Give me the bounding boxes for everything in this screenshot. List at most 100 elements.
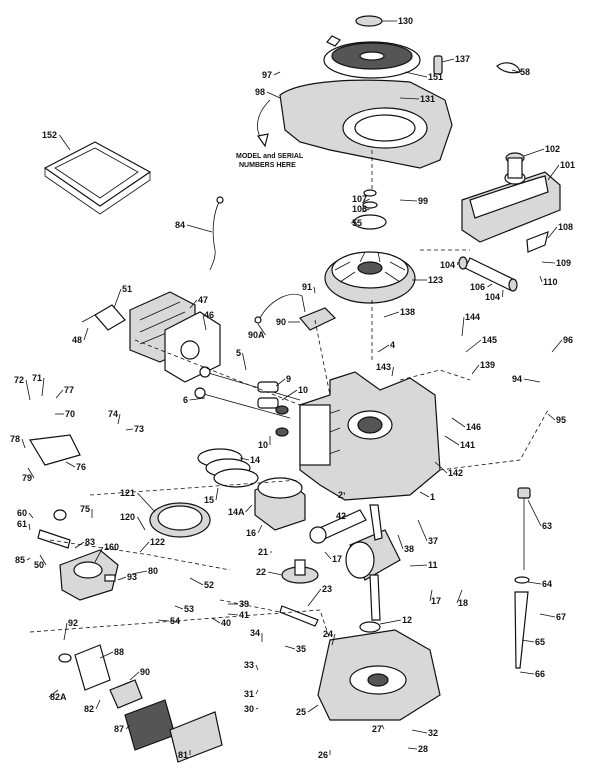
callout-leader — [239, 457, 250, 461]
callout-label: 160 — [104, 542, 119, 552]
callout-leader — [465, 339, 482, 353]
callout-leader — [174, 605, 184, 610]
callout-label: 23 — [322, 584, 332, 594]
spark-plug-51 — [81, 304, 126, 331]
engine-block — [299, 371, 441, 501]
callout-label: 16 — [246, 528, 256, 538]
callout-label: 107 — [352, 194, 367, 204]
callout-leader — [331, 633, 336, 646]
callout-leader — [284, 645, 296, 650]
callout-leader — [41, 377, 45, 397]
callout-label: 92 — [68, 618, 78, 628]
rotating-screen — [323, 35, 421, 79]
callout-leader — [99, 651, 114, 659]
callout-leader — [281, 389, 298, 401]
callout-leader — [379, 619, 402, 625]
callout-label: 101 — [560, 160, 575, 170]
callout-label: 35 — [296, 644, 306, 654]
pipe-106-104 — [458, 256, 518, 292]
callout-label: 17 — [332, 554, 342, 564]
callout-label: 6 — [183, 395, 188, 405]
callout-leader — [125, 428, 134, 431]
callout-leader — [65, 461, 76, 468]
piston — [254, 477, 306, 531]
callout-label: 55 — [352, 218, 362, 228]
callout-label: 48 — [72, 335, 82, 345]
callout-label: 71 — [32, 373, 42, 383]
callout-leader — [511, 69, 520, 73]
callout-label: 15 — [204, 495, 214, 505]
callout-label: 64 — [542, 579, 552, 589]
callout-leader — [189, 397, 206, 401]
callout-label: 108 — [558, 222, 573, 232]
flywheel — [324, 251, 416, 304]
callout-label: 18 — [458, 598, 468, 608]
callout-label: 51 — [122, 284, 132, 294]
callout-label: 123 — [428, 275, 443, 285]
bracket-108 — [526, 231, 549, 253]
note-line-2: NUMBERS HERE — [239, 162, 296, 169]
callout-leader — [324, 551, 332, 560]
callout-leader — [245, 504, 253, 513]
callout-label: 91 — [302, 282, 312, 292]
callout-leader — [242, 352, 247, 371]
callout-label: 88 — [114, 647, 124, 657]
callout-label: 90 — [140, 667, 150, 677]
callout-leader — [527, 581, 542, 585]
callout-label: 130 — [398, 16, 413, 26]
callout-leader — [255, 689, 259, 695]
callout-label: 11 — [428, 560, 438, 570]
callout-leader — [434, 461, 448, 474]
callout-leader — [189, 299, 198, 309]
callout-leader — [186, 224, 213, 233]
callout-leader — [117, 413, 121, 425]
callout-label: 146 — [466, 422, 481, 432]
cam-gear-22 — [281, 559, 319, 584]
callout-leader — [399, 97, 420, 100]
callout-leader — [361, 198, 370, 204]
callout-label: 84 — [175, 220, 185, 230]
callout-label: 28 — [418, 744, 428, 754]
callout-leader — [39, 554, 47, 566]
carburetor — [59, 549, 119, 601]
callout-leader — [131, 570, 148, 575]
callout-label: 1 — [430, 492, 435, 502]
callout-leader — [547, 226, 558, 239]
note-line-1: MODEL and SERIAL — [236, 153, 304, 160]
callout-label: 22 — [256, 567, 266, 577]
dipstick — [514, 487, 531, 669]
callout-leader — [519, 671, 535, 675]
callout-label: 27 — [372, 724, 382, 734]
callout-leader — [409, 564, 428, 567]
callout-label: 120 — [120, 512, 135, 522]
connecting-rod — [309, 509, 367, 544]
callout-leader — [255, 664, 259, 671]
callout-leader — [551, 339, 563, 353]
callout-label: 90A — [248, 330, 265, 340]
callout-label: 138 — [400, 307, 415, 317]
spacer-55 — [353, 189, 387, 230]
callout-leader — [157, 619, 170, 622]
callout-leader — [95, 699, 101, 710]
callout-label: 63 — [542, 521, 552, 531]
callout-leader — [59, 134, 71, 151]
callout-leader — [25, 379, 31, 401]
callout-leader — [539, 275, 543, 283]
callout-label: 96 — [563, 335, 573, 345]
callout-label: 98 — [255, 87, 265, 97]
callout-leader — [28, 523, 31, 531]
callout-leader — [391, 366, 394, 377]
callout-label: 31 — [244, 689, 254, 699]
callout-leader — [189, 577, 204, 586]
callout-leader — [451, 417, 466, 428]
callout-label: 77 — [64, 385, 74, 395]
callout-label: 109 — [556, 258, 571, 268]
callout-label: 106 — [470, 282, 485, 292]
callout-leader — [397, 534, 404, 550]
callout-leader — [523, 378, 541, 383]
callout-label: 67 — [556, 612, 566, 622]
callout-label: 37 — [428, 536, 438, 546]
callout-leader — [307, 704, 319, 713]
callout-leader — [419, 491, 430, 498]
callout-label: 74 — [108, 409, 118, 419]
